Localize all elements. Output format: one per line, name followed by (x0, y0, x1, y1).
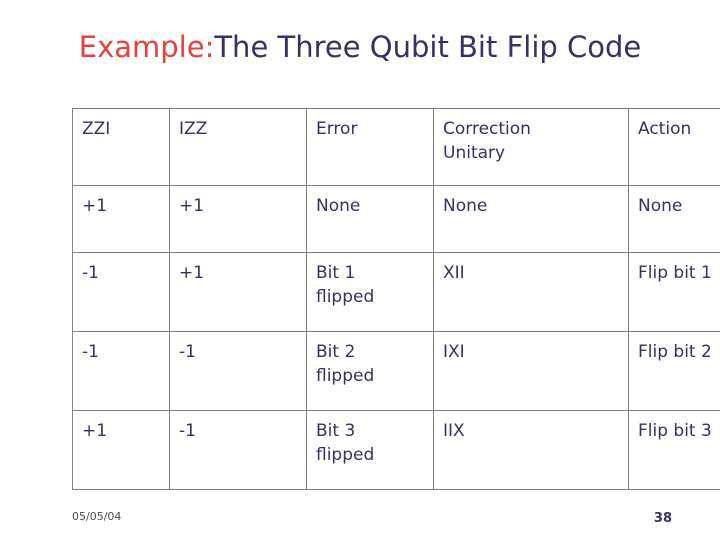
cell-correction: XII (433, 252, 629, 332)
cell-action: Flip bit 2 (628, 331, 720, 411)
cell-error-line1: Bit 2 (316, 342, 356, 362)
cell-zzi: +1 (72, 185, 170, 253)
cell-error: Bit 2 flipped (306, 331, 434, 411)
cell-correction: IXI (433, 331, 629, 411)
cell-error-line2: flipped (316, 445, 375, 465)
table-header-error: Error (306, 108, 434, 186)
cell-error-line2: flipped (316, 287, 375, 307)
cell-izz: +1 (169, 185, 307, 253)
cell-action: Flip bit 1 (628, 252, 720, 332)
table-header-action: Action (628, 108, 720, 186)
cell-error: None (306, 185, 434, 253)
cell-action: Flip bit 3 (628, 410, 720, 490)
cell-correction: None (433, 185, 629, 253)
cell-correction: IIX (433, 410, 629, 490)
cell-izz: -1 (169, 331, 307, 411)
cell-zzi: -1 (72, 252, 170, 332)
cell-error-line1: Bit 1 (316, 263, 356, 283)
cell-action: None (628, 185, 720, 253)
page-title: Example:The Three Qubit Bit Flip Code (0, 30, 720, 64)
qubit-code-table: ZZI IZZ Error Correction Unitary Action … (72, 108, 720, 490)
cell-error: Bit 1 flipped (306, 252, 434, 332)
table-header-zzi: ZZI (72, 108, 170, 186)
table-row: +1 -1 Bit 3 flipped IIX Flip bit 3 (72, 410, 720, 490)
table-header-row: ZZI IZZ Error Correction Unitary Action (72, 108, 720, 186)
cell-izz: +1 (169, 252, 307, 332)
table-row: -1 +1 Bit 1 flipped XII Flip bit 1 (72, 252, 720, 332)
cell-error-line1: Bit 3 (316, 421, 356, 441)
table-header-correction-unitary: Correction Unitary (433, 108, 629, 186)
cell-zzi: +1 (72, 410, 170, 490)
table-header-correction-line2: Unitary (443, 143, 506, 163)
page-title-rest: The Three Qubit Bit Flip Code (214, 30, 642, 64)
cell-zzi: -1 (72, 331, 170, 411)
cell-error: Bit 3 flipped (306, 410, 434, 490)
footer-date: 05/05/04 (72, 510, 122, 523)
footer-page-number: 38 (653, 511, 672, 526)
cell-izz: -1 (169, 410, 307, 490)
table-row: +1 +1 None None None (72, 185, 720, 253)
table-header-izz: IZZ (169, 108, 307, 186)
table-header-correction-line1: Correction (443, 119, 531, 139)
table-row: -1 -1 Bit 2 flipped IXI Flip bit 2 (72, 331, 720, 411)
page-title-lead: Example: (78, 30, 215, 64)
cell-error-line2: flipped (316, 366, 375, 386)
qubit-code-table-wrapper: ZZI IZZ Error Correction Unitary Action … (72, 108, 720, 490)
